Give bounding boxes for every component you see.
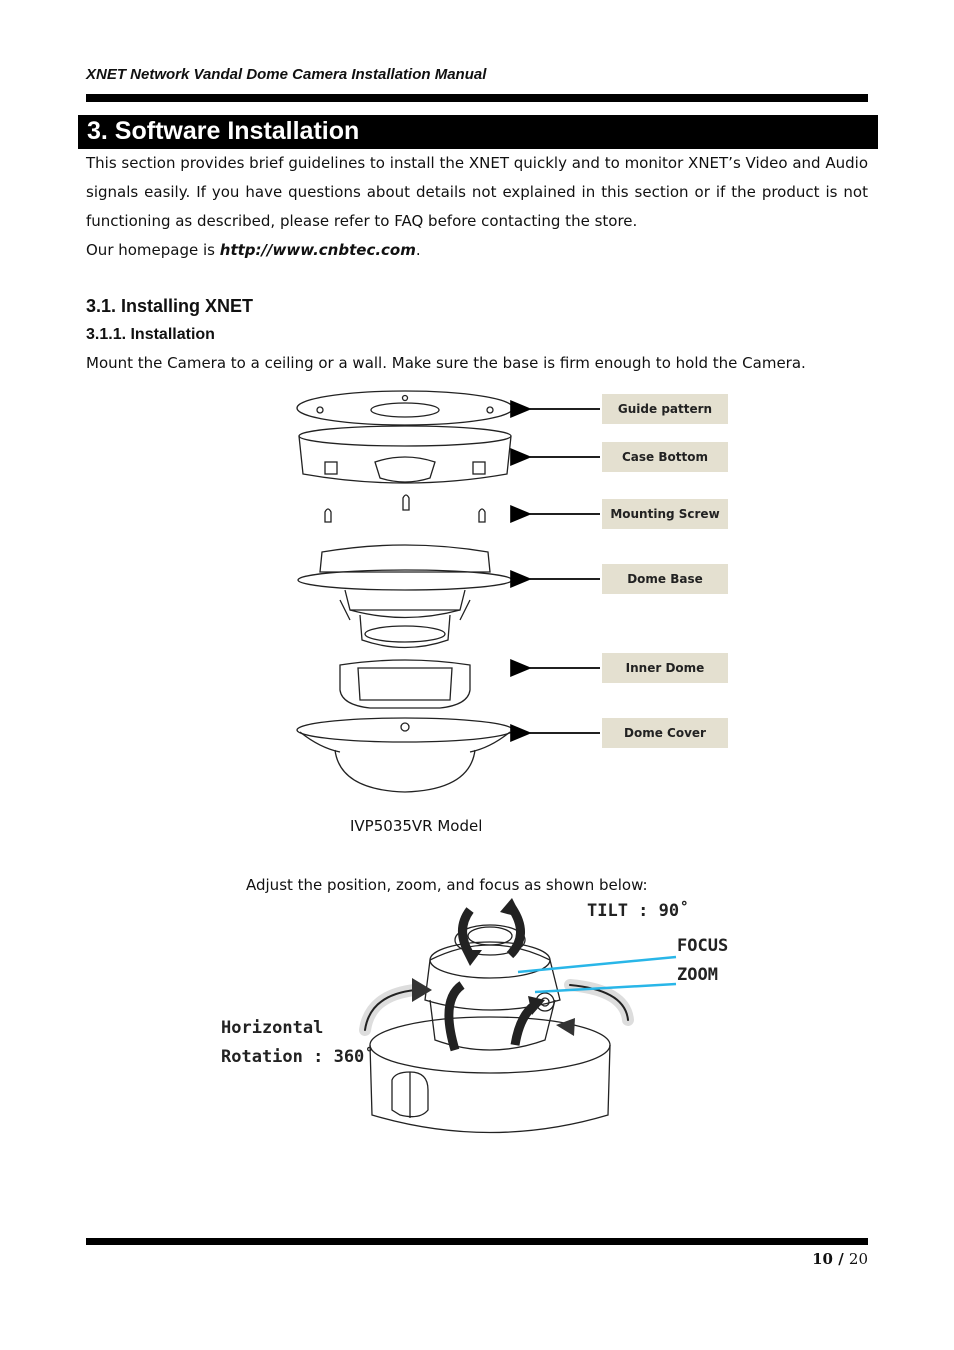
homepage-line: Our homepage is http://www.cnbtec.com.: [86, 236, 868, 265]
manual-title: XNET Network Vandal Dome Camera Installa…: [86, 66, 487, 83]
label-inner-dome: Inner Dome: [602, 653, 728, 683]
adjust-instruction: Adjust the position, zoom, and focus as …: [246, 876, 648, 894]
subsubsection-title: 3.1.1. Installation: [86, 326, 215, 343]
page-current: 10: [812, 1250, 833, 1268]
label-dome-base: Dome Base: [602, 564, 728, 594]
header-rule: [86, 94, 868, 102]
rotation-label: Rotation : 360˚: [221, 1047, 375, 1067]
subsection-title: 3.1. Installing XNET: [86, 296, 254, 316]
mounting-screws-part: [324, 494, 486, 523]
camera-body: [424, 924, 561, 1051]
focus-label: FOCUS: [677, 936, 729, 956]
tilt-arrows: [444, 898, 545, 1052]
page-number: 10 / 20: [780, 1250, 868, 1268]
tilt-label: TILT : 90˚: [587, 901, 690, 921]
zoom-label: ZOOM: [677, 965, 718, 985]
label-guide-pattern: Guide pattern: [602, 394, 728, 424]
horizontal-label: Horizontal: [221, 1018, 324, 1038]
homepage-link[interactable]: http://www.cnbtec.com: [219, 241, 416, 259]
label-case-bottom: Case Bottom: [602, 442, 728, 472]
focus-zoom-pointer-lines: [517, 955, 677, 994]
guide-pattern-part: [296, 390, 514, 426]
label-mounting-screw: Mounting Screw: [602, 499, 728, 529]
horizontal-rotation-arrows: [359, 978, 634, 1036]
label-arrows: [510, 400, 600, 742]
footer-rule: [86, 1238, 868, 1245]
section-title: 3. Software Installation: [87, 117, 360, 145]
homepage-suffix: .: [415, 241, 421, 259]
intro-paragraph: This section provides brief guidelines t…: [86, 149, 868, 265]
page-total: 20: [848, 1250, 868, 1268]
label-dome-cover: Dome Cover: [602, 718, 728, 748]
intro-line: signals easily. If you have questions ab…: [86, 183, 868, 201]
diagram-caption: IVP5035VR Model: [350, 817, 483, 835]
homepage-prefix: Our homepage is: [86, 241, 220, 259]
intro-line: functioning as described, please refer t…: [86, 212, 638, 230]
page-separator: /: [832, 1250, 849, 1268]
section-title-bar: [78, 115, 878, 149]
case-bottom-part: [298, 425, 512, 484]
camera-base-cylinder: [369, 1016, 611, 1134]
mount-instruction: Mount the Camera to a ceiling or a wall.…: [86, 354, 806, 372]
intro-line: This section provides brief guidelines t…: [86, 154, 868, 172]
inner-dome-part: [339, 659, 471, 709]
